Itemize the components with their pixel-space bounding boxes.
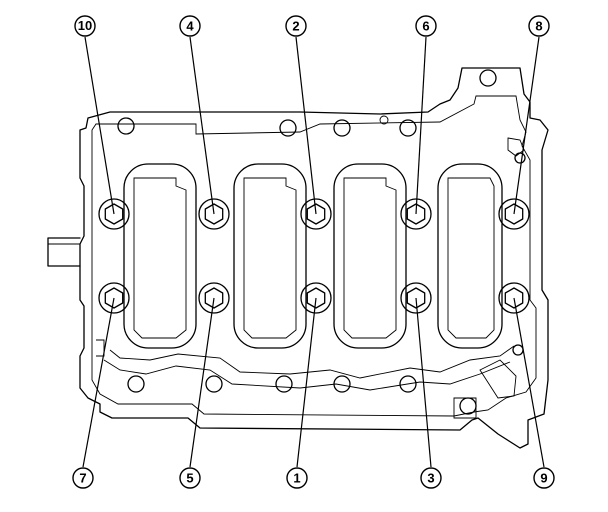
callout-leader-line	[513, 36, 540, 215]
bolt-10: 10	[74, 15, 130, 230]
bolt-2: 2	[285, 15, 332, 230]
callout-number: 3	[427, 471, 434, 486]
bolt-8: 8	[498, 15, 550, 230]
callout-circle	[533, 467, 555, 489]
callout-number: 5	[186, 471, 193, 486]
bolt-3: 3	[400, 282, 442, 489]
callout-number: 6	[422, 19, 429, 34]
bolt-washer	[198, 282, 230, 314]
bolt-hex-head	[504, 287, 524, 309]
callout-leader-line	[189, 36, 215, 215]
callout-circle	[74, 15, 96, 37]
callout-leader-line	[295, 36, 317, 215]
bolt-hex-head	[104, 287, 124, 309]
bolt-washer	[300, 282, 332, 314]
callout-number: 4	[186, 19, 194, 34]
callout-number: 8	[535, 19, 542, 34]
bolt-hex-head	[504, 203, 524, 225]
callout-circle	[528, 15, 550, 37]
bolt-washer	[198, 198, 230, 230]
bolt-5: 5	[179, 282, 230, 489]
bolt-washer	[498, 198, 530, 230]
callout-leader-line	[84, 36, 115, 215]
callout-leader-line	[513, 297, 545, 468]
block-outline	[47, 67, 549, 449]
bolt-hex-head	[406, 287, 426, 309]
bolt-6: 6	[400, 15, 437, 230]
bolt-7: 7	[72, 282, 130, 489]
bolt-washer	[98, 198, 130, 230]
bolt-hex-head	[204, 203, 224, 225]
callout-circle	[179, 467, 201, 489]
callout-circle	[72, 467, 94, 489]
bolt-washer	[498, 282, 530, 314]
bolt-1: 1	[286, 282, 332, 489]
bolt-9: 9	[498, 282, 555, 489]
callout-circle	[179, 15, 201, 37]
bolt-hex-head	[204, 287, 224, 309]
callout-leader-line	[296, 297, 317, 468]
bolt-washer	[98, 282, 130, 314]
bolt-hex-head	[406, 203, 426, 225]
bolt-4: 4	[179, 15, 230, 230]
callout-leader-line	[82, 297, 115, 468]
bolt-washer	[400, 198, 432, 230]
callout-leader-line	[415, 297, 432, 468]
bolt-hex-head	[306, 203, 326, 225]
bolt-hex-head	[104, 203, 124, 225]
callout-number: 7	[79, 471, 86, 486]
bolt-washer	[400, 282, 432, 314]
callout-number: 9	[540, 471, 547, 486]
callout-leader-line	[189, 297, 215, 468]
bolt-washer	[300, 198, 332, 230]
callout-circle	[420, 467, 442, 489]
bolt-hex-head	[306, 287, 326, 309]
callout-circle	[285, 15, 307, 37]
bolt-layer: 10 4 2 6 8 7 5 1 3 9	[72, 15, 555, 489]
callout-circle	[286, 467, 308, 489]
callout-number: 10	[78, 18, 92, 33]
callout-number: 1	[293, 471, 300, 486]
callout-leader-line	[415, 36, 427, 215]
callout-circle	[415, 15, 437, 37]
callout-number: 2	[292, 19, 299, 34]
